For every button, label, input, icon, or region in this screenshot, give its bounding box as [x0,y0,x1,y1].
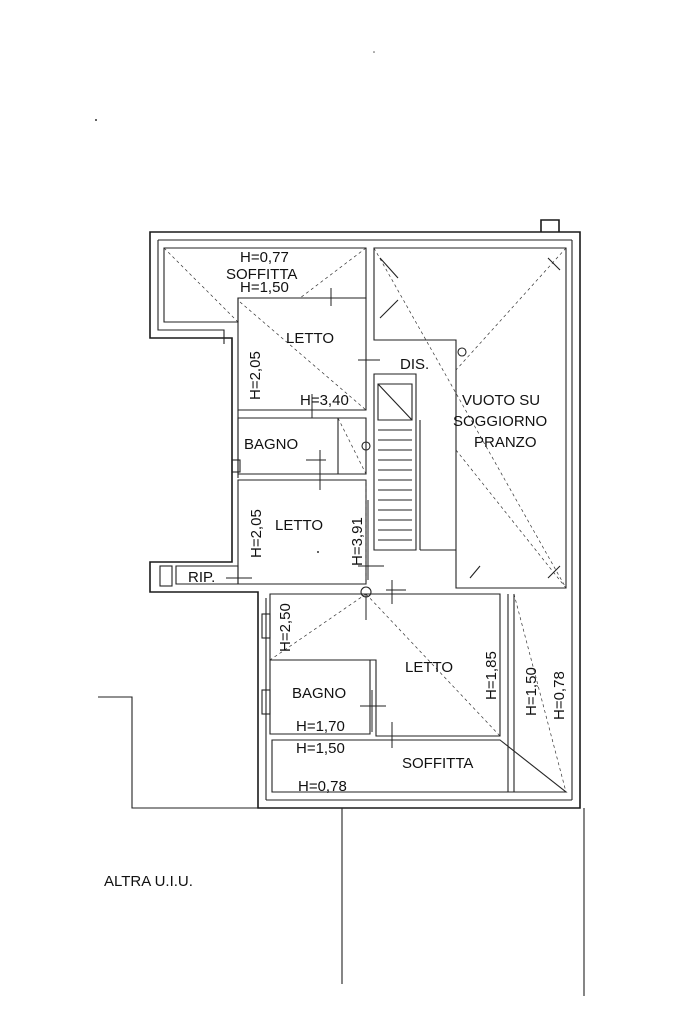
point-marker [317,551,319,553]
label-letto-2-height: H=2,05 [248,509,265,558]
label-letto-1-height: H=2,05 [247,351,264,400]
label-letto-3: LETTO [405,659,453,676]
label-soffitta-top-h077: H=0,77 [240,249,289,266]
label-letto-1: LETTO [286,330,334,347]
label-h170: H=1,70 [296,718,345,735]
bagno-room-1 [231,394,371,490]
outer-walls [149,231,581,809]
label-soffitta-top: SOFFITTA [226,266,297,283]
label-h078-bottom: H=0,78 [298,778,347,795]
letto-room-3 [261,580,567,793]
label-bagno-1: BAGNO [244,436,298,453]
label-h250: H=2,50 [277,603,294,652]
ripostiglio [159,565,252,587]
chimney-outline [540,219,560,232]
label-h150-right: H=1,50 [523,667,540,716]
letto-room-2 [237,479,384,585]
label-soffitta-top-h150: H=1,50 [240,279,289,296]
label-h391: H=3,91 [349,517,366,566]
label-bagno-2: BAGNO [292,685,346,702]
label-rip: RIP. [188,569,215,586]
label-vuoto-line2: SOGGIORNO [453,413,547,430]
label-altra-uiu: ALTRA U.I.U. [104,873,193,890]
label-h185: H=1,85 [483,651,500,700]
label-h078-right: H=0,78 [551,671,568,720]
label-soffitta-bottom: SOFFITTA [402,755,473,772]
label-h150-bottom: H=1,50 [296,740,345,757]
staircase [373,373,456,551]
label-letto-2: LETTO [275,517,323,534]
label-vuoto-line3: PRANZO [474,434,537,451]
stray-dot [95,119,97,121]
stray-dot [373,51,375,53]
label-h340: H=3,40 [300,392,349,409]
label-dis: DIS. [400,356,429,373]
vuoto-soggiorno [373,247,567,589]
bagno-room-2 [261,659,386,735]
context-lines [98,696,585,996]
label-vuoto-line1: VUOTO SU [462,392,540,409]
soffitta-bottom-room [271,722,568,793]
